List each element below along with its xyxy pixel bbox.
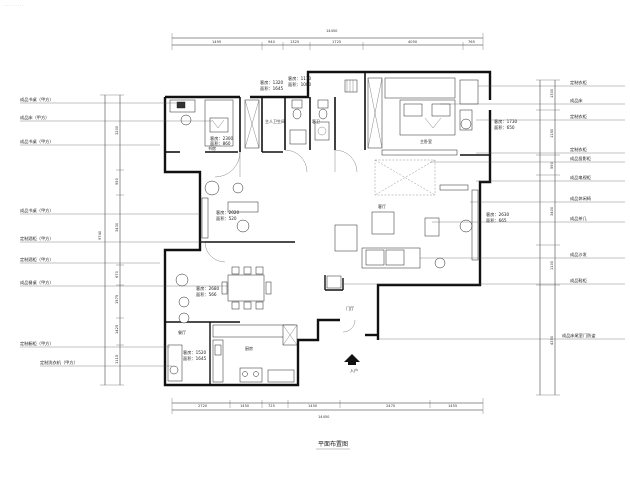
bottom-total: 14450 [318,415,330,419]
stat-area: 客房：1110 [288,75,312,82]
right-label: 成品床尾室门防盗 [562,332,596,339]
top-total: 14450 [326,29,338,33]
stat-area: 客房：2300 [210,135,234,142]
corner-note: · · · · · · · · · · · [3,3,23,7]
top-seg-5: 4050 [408,40,418,44]
top-seg-3: 1325 [290,40,299,44]
stat-area: 客房：2020 [216,209,240,216]
left-label: 定制酒柜（甲方） [20,235,54,242]
right-label: 成品投影柜 [570,155,591,162]
room-master-bath: 主人卫生间 [265,118,285,124]
left-seg-5: 1575 [115,295,119,304]
doors [204,149,358,333]
right-label: 成品休闲椅 [570,195,591,202]
stat-size: 面积：1645 [260,85,284,92]
room-master: 主卧室 [420,138,432,144]
left-seg-2: 950 [115,177,119,185]
right-seg-2: 1150 [550,128,554,138]
door-label: 门厅 [346,305,354,311]
right-label: 成品鞋柜 [570,277,587,284]
right-label: 定制衣柜 [570,146,587,153]
right-label: 成品沙发 [570,251,588,258]
top-seg-4: 1725 [332,40,341,44]
bottom-seg-3: 725 [268,404,275,408]
left-seg-7: 1115 [115,355,119,364]
plan-title: 平面布置图 [318,440,348,448]
room-stats: 客房：1320 面积：1645 客房：1110 面积：1000 客房：2300 … [183,75,518,362]
room-dining: 餐厅 [178,329,186,335]
room-guest-bath: 客卫 [312,118,320,124]
stat-area: 客房：2630 [486,211,510,218]
furniture [167,77,479,383]
left-label: 成品床（甲方） [20,114,49,121]
top-seg-2: 940 [268,40,276,44]
stat-size: 面积：1645 [183,355,207,362]
room-hall: 客厅 [378,203,386,209]
stat-size: 面积：665 [486,217,507,224]
stat-area: 客房：1320 [260,79,284,86]
right-seg-1: 1300 [550,88,554,98]
stat-area: 客房：1520 [183,349,207,356]
left-label: 成品书桌（甲方） [20,207,54,214]
left-label: 成品餐桌（甲方） [20,279,54,286]
bottom-seg-4: 1450 [308,404,318,408]
left-dimensions: 9740 3200 950 3430 670 1575 1425 1115 [98,94,124,386]
bottom-seg-2: 1450 [240,404,250,408]
stat-size: 面积：566 [196,291,217,298]
left-seg-1: 3200 [115,125,119,135]
right-seg-3: 590 [550,161,554,169]
stat-size: 面积：650 [494,124,515,131]
right-label: 定制衣柜 [570,113,587,120]
top-seg-1: 1495 [212,40,221,44]
right-dimensions: 1300 1150 590 3400 1100 4350 [536,79,560,396]
entrance-marker: 入户 [344,354,360,373]
top-dimensions: 14450 1495 940 1325 1725 4050 765 [171,29,484,50]
walls [163,70,492,387]
bottom-seg-5: 2470 [386,404,396,408]
bottom-seg-6: 1455 [448,404,457,408]
left-label: 定制洗衣机（甲方） [40,359,78,366]
left-total: 9740 [98,230,102,240]
stat-area: 客房：1730 [494,118,518,125]
right-label: 定制衣柜 [570,79,587,86]
left-label: 成品书桌（甲方） [20,96,54,103]
left-label: 定制酒柜（甲方） [20,256,54,263]
right-label: 成品电视柜 [570,174,591,181]
left-label: 定制橱柜（甲方） [20,340,54,347]
bottom-dimensions: 2720 1450 725 1450 2470 1455 14450 [171,398,484,419]
right-seg-4: 3400 [550,206,554,216]
room-study: 书房 [208,145,216,151]
stat-size: 面积：1000 [288,81,312,88]
right-seg-5: 1100 [550,260,554,270]
right-label: 成品茶几 [570,215,588,222]
left-seg-4: 670 [115,270,119,278]
stat-size: 面积：520 [216,215,237,222]
right-label: 成品床 [570,97,583,104]
room-kitchen: 厨房 [245,345,253,351]
top-seg-6: 765 [468,40,475,44]
stat-size: 面积：860 [210,140,231,147]
left-label: 成品书桌（甲方） [20,138,54,145]
left-labels: 成品书桌（甲方） 成品床（甲方） 成品书桌（甲方） 成品书桌（甲方） 定制酒柜（… [20,96,228,367]
right-seg-6: 4350 [550,335,554,345]
left-seg-6: 1425 [115,325,119,334]
left-seg-3: 3430 [115,222,119,232]
stat-area: 客房：2680 [196,285,220,292]
right-labels: 定制衣柜 成品床 定制衣柜 定制衣柜 成品投影柜 成品电视柜 成品休闲椅 成品茶… [343,79,625,340]
bottom-seg-1: 2720 [198,404,208,408]
entrance-label: 入户 [350,367,358,373]
